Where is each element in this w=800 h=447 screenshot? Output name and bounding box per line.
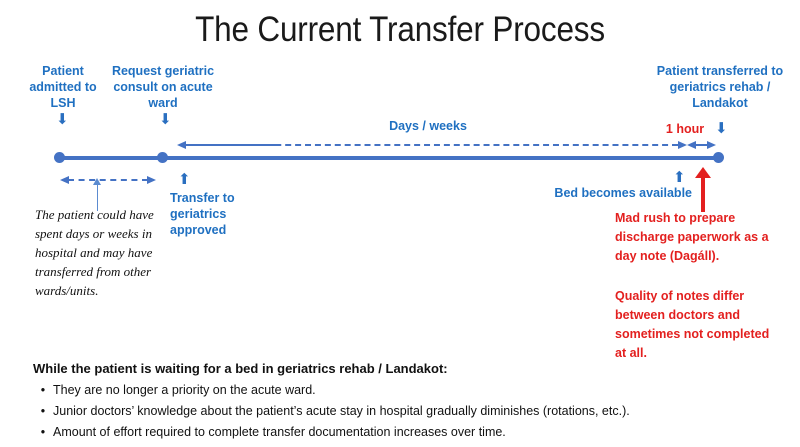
list-item: • They are no longer a priority on the a…	[33, 380, 773, 401]
arrow-down-icon: ⬇	[715, 119, 728, 137]
timeline-node-admission	[54, 152, 65, 163]
bullet-icon: •	[40, 425, 46, 439]
pre-admission-dashed-line	[68, 179, 148, 181]
one-hour-line	[693, 144, 709, 146]
arrow-right-head-icon	[707, 140, 716, 149]
arrow-left-head-icon	[177, 140, 186, 149]
arrow-down-icon: ⬇	[56, 110, 69, 128]
arrow-left-head-icon	[687, 140, 696, 149]
milestone-label-patient-transferred: Patient transferred to geriatrics rehab …	[645, 63, 795, 111]
bullet-icon: •	[40, 383, 46, 397]
milestone-label-line: Patient admitted to LSH	[29, 64, 97, 110]
arrow-right-head-icon	[678, 140, 687, 149]
list-item: • Amount of effort required to complete …	[33, 422, 773, 443]
milestone-label-request-consult: Request geriatric consult on acute ward	[98, 63, 228, 111]
bullet-icon: •	[40, 404, 46, 418]
list-item-label: They are no longer a priority on the acu…	[53, 383, 316, 397]
duration-label-one-hour: 1 hour	[665, 122, 705, 136]
bottom-text-block: While the patient is waiting for a bed i…	[33, 361, 773, 443]
arrow-up-icon: ⬆	[673, 168, 686, 186]
red-arrow-up-head-icon	[695, 167, 711, 178]
red-arrow-up-stem	[701, 176, 705, 212]
annotation-transfer-approved: Transfer to geriatrics approved	[170, 191, 235, 237]
arrow-up-icon: ⬆	[178, 170, 191, 188]
milestone-label-patient-admitted: Patient admitted to LSH	[24, 63, 102, 111]
annotation-bed-available: Bed becomes available	[554, 186, 692, 200]
arrow-down-icon: ⬇	[159, 110, 172, 128]
arrow-right-head-icon	[147, 175, 156, 184]
left-note: The patient could have spent days or wee…	[35, 207, 154, 298]
list-item-label: Junior doctors’ knowledge about the pati…	[53, 404, 630, 418]
list-item-label: Amount of effort required to complete tr…	[53, 425, 506, 439]
days-weeks-dashed-line	[186, 144, 678, 146]
red-note-mad-rush: Mad rush to prepare discharge paperwork …	[615, 211, 769, 263]
bottom-heading: While the patient is waiting for a bed i…	[33, 361, 448, 376]
leader-arrow-head-icon	[93, 178, 101, 185]
list-item: • Junior doctors’ knowledge about the pa…	[33, 401, 773, 422]
milestone-label-line: Patient transferred to geriatrics rehab …	[656, 64, 784, 110]
timeline-axis	[59, 156, 719, 160]
page-title: The Current Transfer Process	[195, 10, 605, 49]
days-weeks-solid-segment	[186, 144, 281, 146]
arrow-left-head-icon	[60, 175, 69, 184]
red-note-quality: Quality of notes differ between doctors …	[615, 289, 770, 360]
milestone-label-line: Request geriatric consult on acute ward	[111, 64, 215, 110]
leader-line	[97, 183, 98, 211]
timeline-node-consult-request	[157, 152, 168, 163]
timeline-node-transfer	[713, 152, 724, 163]
duration-label-days-weeks: Days / weeks	[389, 119, 467, 133]
